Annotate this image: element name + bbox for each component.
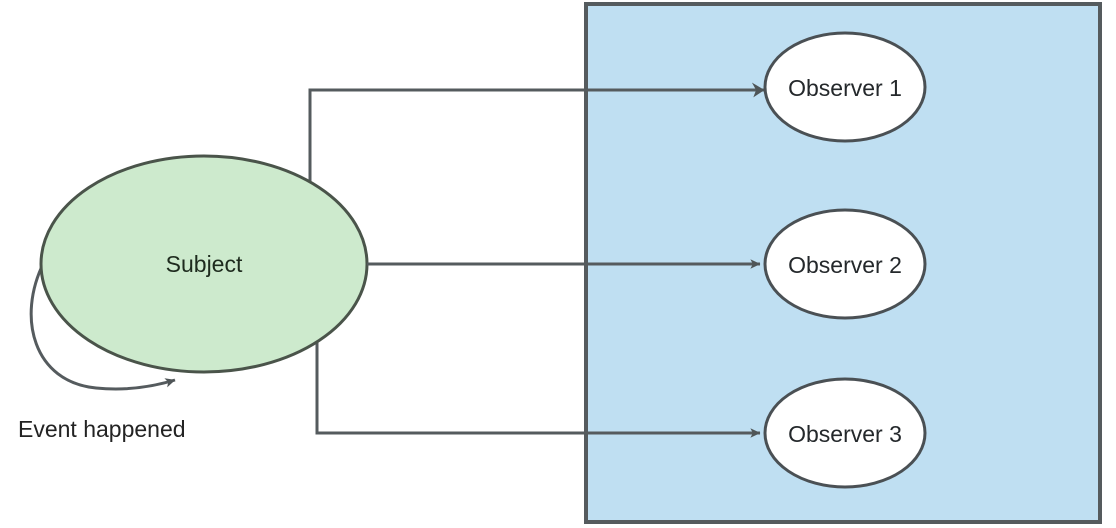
node-observer-3[interactable] (763, 377, 927, 489)
edge-subject-self-loop (29, 261, 176, 391)
edge-subject-to-observer-1 (308, 82, 765, 188)
node-observer-3-label: Observer 3 (788, 421, 902, 447)
node-subject-label: Subject (166, 251, 243, 277)
edge-label-event-happened: Event happened (18, 416, 186, 442)
node-observer-1-label: Observer 1 (788, 75, 902, 101)
node-observer-2-label: Observer 2 (788, 252, 902, 278)
node-observer-1[interactable] (763, 31, 927, 143)
edge-subject-to-observer-3 (315, 341, 761, 438)
node-observer-2[interactable] (763, 208, 927, 320)
